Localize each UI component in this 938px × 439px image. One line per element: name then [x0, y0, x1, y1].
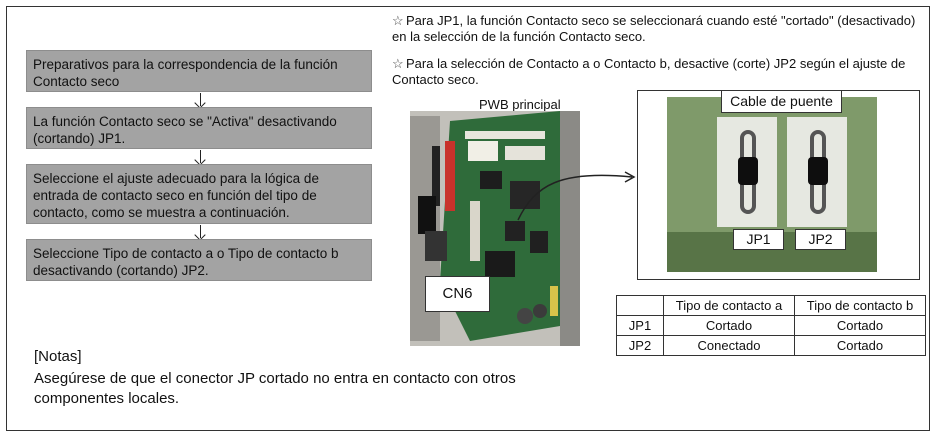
arrow-down-icon [200, 150, 201, 163]
table-header-cell: Tipo de contacto b [794, 295, 926, 316]
table-cell: Conectado [663, 335, 795, 356]
note-jp2: ☆Para la selección de Contacto a o Conta… [392, 56, 928, 88]
cn6-label: CN6 [425, 276, 490, 312]
notes-text: Asegúrese de que el conector JP cortado … [34, 370, 516, 407]
pwb-label: PWB principal [479, 97, 561, 112]
note-jp2-text: Para la selección de Contacto a o Contac… [392, 56, 906, 87]
notes-heading: [Notas] [34, 348, 82, 365]
step-box-1: Preparativos para la correspondencia de … [26, 50, 372, 92]
star-icon: ☆ [392, 13, 404, 28]
jumper-settings-table: Tipo de contacto a Tipo de contacto b JP… [616, 295, 926, 356]
step-box-4: Seleccione Tipo de contacto a o Tipo de … [26, 239, 372, 281]
note-jp1-text: Para JP1, la función Contacto seco se se… [392, 13, 916, 44]
table-cell: JP1 [616, 315, 664, 336]
table-cell: Cortado [794, 335, 926, 356]
jumper-closeup-image [667, 97, 877, 272]
table-header-cell [616, 295, 664, 316]
callout-arrow [517, 171, 636, 221]
table-header-cell: Tipo de contacto a [663, 295, 795, 316]
table-row: JP1 Cortado Cortado [616, 315, 926, 336]
table-header-row: Tipo de contacto a Tipo de contacto b [616, 295, 926, 316]
jp2-label: JP2 [795, 229, 846, 250]
step-box-3: Seleccione el ajuste adecuado para la ló… [26, 164, 372, 224]
table-cell: Cortado [663, 315, 795, 336]
figure-frame [6, 6, 930, 431]
table-row: JP2 Conectado Cortado [616, 335, 926, 356]
jp1-label: JP1 [733, 229, 784, 250]
table-cell: Cortado [794, 315, 926, 336]
note-jp1: ☆Para JP1, la función Contacto seco se s… [392, 13, 922, 45]
step-box-2: La función Contacto seco se "Activa" des… [26, 107, 372, 149]
star-icon: ☆ [392, 56, 404, 71]
arrow-down-icon [200, 225, 201, 238]
jumper-cable-label: Cable de puente [721, 90, 842, 113]
arrow-down-icon [200, 93, 201, 106]
table-cell: JP2 [616, 335, 664, 356]
